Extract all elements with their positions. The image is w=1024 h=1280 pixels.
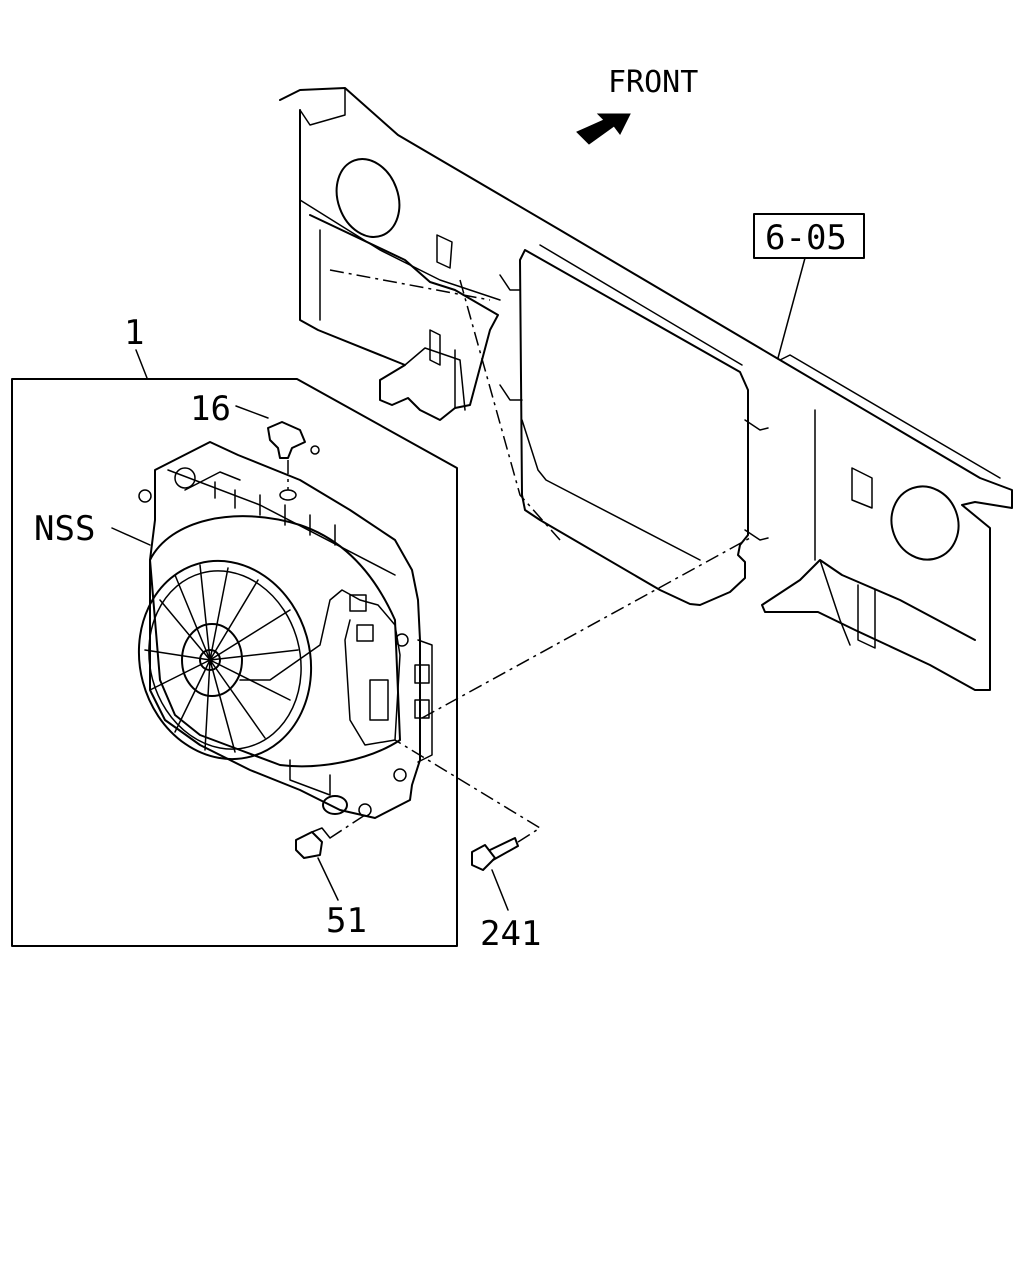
- fan-motor-shaft: [199, 649, 221, 671]
- wiring-harness: [239, 589, 401, 746]
- radiator-cap-mount: [174, 467, 196, 489]
- fan-hub: [181, 623, 243, 697]
- fan-blades: [144, 564, 299, 753]
- reference-label: 6-05: [765, 218, 847, 258]
- fan-relay: [369, 679, 389, 721]
- reference-leader-line: [777, 257, 806, 359]
- assembly-boundary: 1: [11, 313, 458, 947]
- drain-plug-icon: [295, 831, 323, 859]
- sensor-callout: 16: [190, 389, 231, 429]
- nss-callout-group: NSS: [34, 509, 151, 549]
- radiator-support-panel: [279, 87, 1013, 691]
- front-direction-indicator: FRONT: [576, 65, 698, 145]
- drain-plug-part: 51: [295, 814, 367, 941]
- bolt-icon: [471, 844, 496, 871]
- assembly-callout: 1: [124, 313, 144, 353]
- sensor-part: 16: [190, 389, 320, 501]
- radiator-fan-assembly: [137, 441, 433, 819]
- drain-plug-callout: 51: [326, 901, 367, 941]
- reference-box: [753, 213, 865, 259]
- fan-blade-ring: [137, 559, 313, 761]
- bolt-part: 241: [394, 537, 751, 954]
- front-arrow-icon: [576, 113, 631, 145]
- temperature-sensor-icon: [267, 421, 306, 459]
- nss-callout: NSS: [34, 509, 95, 549]
- reference-callout: 6-05: [753, 213, 865, 359]
- bolt-callout: 241: [480, 914, 541, 954]
- front-label: FRONT: [608, 65, 698, 100]
